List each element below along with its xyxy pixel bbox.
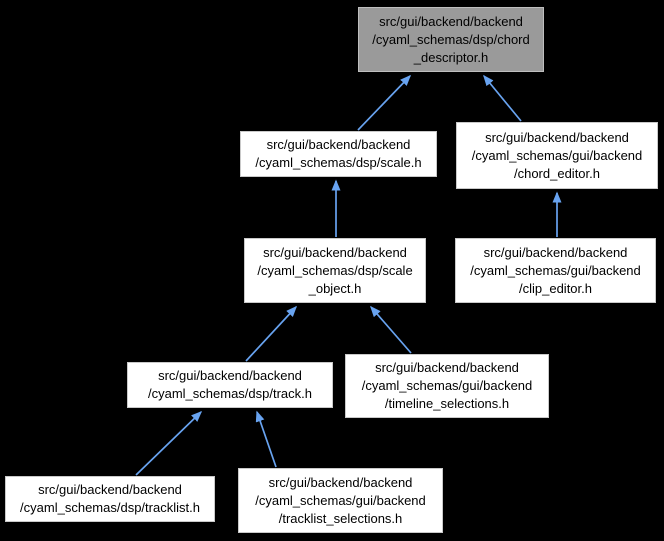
node-label-line: /cyaml_schemas/gui/backend (361, 378, 533, 393)
node-label-line: /cyaml_schemas/gui/backend (470, 262, 641, 278)
node-label-line: /chord_editor.h (513, 165, 600, 181)
node-label-line: /cyaml_schemas/gui/backend (471, 147, 643, 163)
node-label-line: src/gui/backend/backend (263, 244, 407, 260)
edge-tracklist_selections-to-track (255, 410, 277, 468)
node-label-line: src/gui/backend/backend (379, 13, 523, 29)
node-label-line: src/gui/backend/backend (483, 244, 628, 260)
edge-timeline_selections-to-scale_object (370, 305, 412, 354)
node-chord_descriptor: src/gui/backend/backend /cyaml_schemas/d… (358, 7, 544, 72)
node-label-line: /tracklist_selections.h (278, 510, 403, 526)
edge-tracklist-to-track (135, 410, 203, 476)
node-label-line: src/gui/backend/backend (38, 482, 182, 497)
node-scale[interactable]: src/gui/backend/backend /cyaml_schemas/d… (240, 131, 437, 177)
node-chord_editor[interactable]: src/gui/backend/backend /cyaml_schemas/g… (456, 122, 658, 189)
edge-scale-to-chord_descriptor (357, 74, 412, 131)
node-label-line: /cyaml_schemas/dsp/tracklist.h (20, 500, 200, 515)
node-timeline_selections[interactable]: src/gui/backend/backend /cyaml_schemas/g… (345, 354, 549, 418)
node-label-line: /cyaml_schemas/dsp/scale (257, 262, 413, 278)
node-label-line: /cyaml_schemas/gui/backend (255, 492, 426, 508)
node-label-line: /cyaml_schemas/dsp/track.h (147, 386, 312, 401)
node-label-line: src/gui/backend/backend (158, 368, 302, 383)
node-track[interactable]: src/gui/backend/backend /cyaml_schemas/d… (127, 362, 333, 408)
node-clip_editor[interactable]: src/gui/backend/backend /cyaml_schemas/g… (455, 238, 656, 303)
node-tracklist_selections[interactable]: src/gui/backend/backend /cyaml_schemas/g… (238, 468, 443, 533)
node-label-line: /cyaml_schemas/dsp/chord (372, 31, 530, 47)
node-label-line: src/gui/backend/backend (375, 360, 519, 375)
node-label-line: src/gui/backend/backend (266, 137, 411, 152)
node-label-line: /clip_editor.h (519, 280, 592, 296)
node-label-line: src/gui/backend/backend (485, 129, 629, 145)
node-scale_object[interactable]: src/gui/backend/backend /cyaml_schemas/d… (244, 238, 426, 303)
node-label-line: src/gui/backend/backend (268, 474, 413, 490)
node-tracklist[interactable]: src/gui/backend/backend /cyaml_schemas/d… (5, 476, 215, 522)
node-label-line: _descriptor.h (413, 49, 489, 65)
node-label-line: /cyaml_schemas/dsp/scale.h (255, 155, 422, 170)
node-label-line: _object.h (308, 280, 362, 296)
node-label-line: /timeline_selections.h (384, 396, 510, 411)
edge-track-to-scale_object (245, 305, 298, 362)
edge-chord_editor-to-chord_descriptor (483, 74, 522, 122)
